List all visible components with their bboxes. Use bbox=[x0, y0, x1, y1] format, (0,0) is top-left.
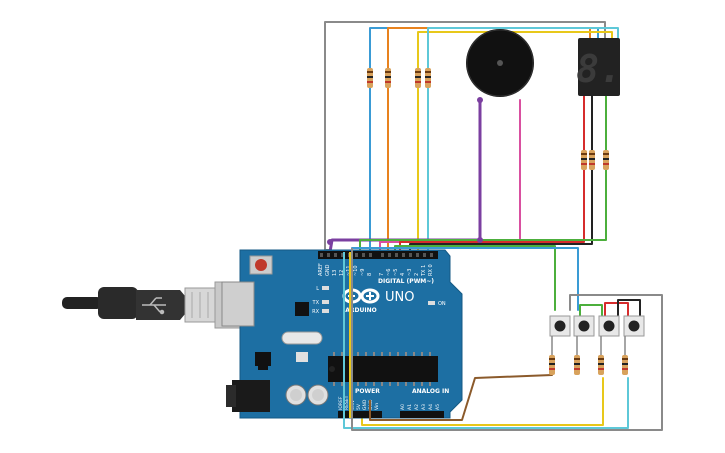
atmega-chip bbox=[328, 356, 438, 382]
wire-black-seg bbox=[409, 94, 593, 253]
usb-jack bbox=[221, 281, 255, 327]
resistor bbox=[385, 68, 391, 88]
pin-label: 8 bbox=[367, 273, 373, 276]
power-jack bbox=[232, 380, 270, 412]
button-leads bbox=[551, 336, 626, 355]
wire-black-btn4 bbox=[617, 299, 641, 321]
wire-green-seg bbox=[359, 94, 607, 253]
pin-label: A5 bbox=[435, 404, 441, 410]
digital-header bbox=[318, 251, 438, 259]
pin-label: AREF bbox=[318, 263, 324, 276]
resistors-bottom bbox=[549, 355, 628, 375]
pin-label: 5V bbox=[356, 403, 362, 410]
arduino-uno-board[interactable]: AREF GND 13 12 ~11 ~10 ~9 8 7 ~6 ~5 4 ~3… bbox=[221, 249, 463, 419]
regulator bbox=[255, 352, 271, 366]
piezo-buzzer[interactable] bbox=[466, 29, 534, 103]
power-header bbox=[338, 411, 382, 418]
pin-label: A3 bbox=[421, 404, 427, 410]
resistor bbox=[589, 150, 595, 170]
pushbutton[interactable] bbox=[598, 315, 620, 337]
pin-label: A0 bbox=[400, 404, 406, 410]
seven-segment-display[interactable]: 8. bbox=[576, 38, 622, 96]
usb-chip bbox=[295, 302, 309, 316]
wire-cyan-pin4 bbox=[427, 27, 619, 253]
usb-icon bbox=[142, 297, 166, 315]
status-leds: L TX RX bbox=[312, 286, 329, 315]
led-rx-label: RX bbox=[312, 309, 319, 315]
reset-button[interactable] bbox=[249, 255, 273, 275]
on-led bbox=[428, 301, 435, 305]
board-model: UNO bbox=[385, 290, 414, 305]
pin-label: 2 bbox=[414, 273, 420, 276]
capacitors bbox=[285, 384, 329, 406]
pushbutton[interactable] bbox=[623, 315, 645, 337]
analog-header bbox=[400, 411, 444, 418]
resistor bbox=[549, 355, 555, 375]
resistor bbox=[581, 150, 587, 170]
digital-header-label: DIGITAL (PWM~) bbox=[378, 278, 434, 285]
resistor bbox=[574, 355, 580, 375]
pin-label: 7 bbox=[379, 273, 385, 276]
seven-segment-digit: 8. bbox=[576, 47, 622, 91]
buzzer-terminal-neg bbox=[477, 97, 483, 103]
analog-pin-labels: A0 A1 A2 A3 A4 A5 bbox=[400, 404, 441, 410]
resistors-top bbox=[367, 68, 609, 170]
wire-purple-gnd bbox=[328, 98, 482, 254]
analog-header-label: ANALOG IN bbox=[412, 388, 449, 395]
smd-component bbox=[296, 352, 308, 362]
wires-over-board bbox=[343, 248, 371, 430]
pin-label: 4 bbox=[400, 273, 406, 276]
pin-label: A2 bbox=[414, 404, 420, 410]
resistor bbox=[622, 355, 628, 375]
pin-label: GND bbox=[362, 399, 368, 410]
pin-label: IOREF bbox=[338, 396, 344, 410]
resistor bbox=[603, 150, 609, 170]
led-tx-label: TX bbox=[312, 300, 320, 306]
pin-label: A4 bbox=[428, 404, 434, 410]
pushbutton[interactable] bbox=[549, 315, 571, 337]
pin-label: GND bbox=[325, 264, 331, 276]
pin-label: ~6 bbox=[386, 269, 392, 276]
usb-cable bbox=[62, 281, 246, 329]
wire-red-btn3 bbox=[604, 302, 629, 321]
pin-label: ~9 bbox=[360, 269, 366, 276]
pushbuttons bbox=[549, 315, 645, 337]
pin-label: A1 bbox=[407, 404, 413, 410]
wire-yellow-pin5 bbox=[417, 31, 613, 253]
pin-label: RESET bbox=[344, 395, 350, 410]
power-header-label: POWER bbox=[355, 388, 380, 395]
pin-label: ~10 bbox=[353, 265, 359, 276]
resistor bbox=[367, 68, 373, 88]
pushbutton[interactable] bbox=[573, 315, 595, 337]
wire-pink-buzzer bbox=[379, 99, 521, 253]
junctions bbox=[327, 237, 483, 245]
board-brand: ARDUINO bbox=[345, 307, 376, 314]
resistor bbox=[425, 68, 431, 88]
on-led-label: ON bbox=[438, 301, 446, 307]
led-l-label: L bbox=[316, 286, 319, 292]
digital-header-pins bbox=[320, 253, 433, 257]
pin-label: TX 1 bbox=[421, 265, 427, 277]
pin-label: ~5 bbox=[393, 269, 399, 276]
wire-green-btn2 bbox=[579, 304, 603, 321]
pin-label: 13 bbox=[332, 270, 338, 276]
pin-label: ~3 bbox=[407, 269, 413, 276]
pin-label: Vin bbox=[374, 403, 380, 410]
wire-blue-button bbox=[351, 247, 579, 311]
pin-label: 12 bbox=[339, 270, 345, 276]
wire-gray-aref bbox=[324, 21, 606, 251]
resistor bbox=[598, 355, 604, 375]
crystal bbox=[281, 331, 323, 345]
pin-label: RX 0 bbox=[428, 264, 434, 276]
resistor bbox=[415, 68, 421, 88]
